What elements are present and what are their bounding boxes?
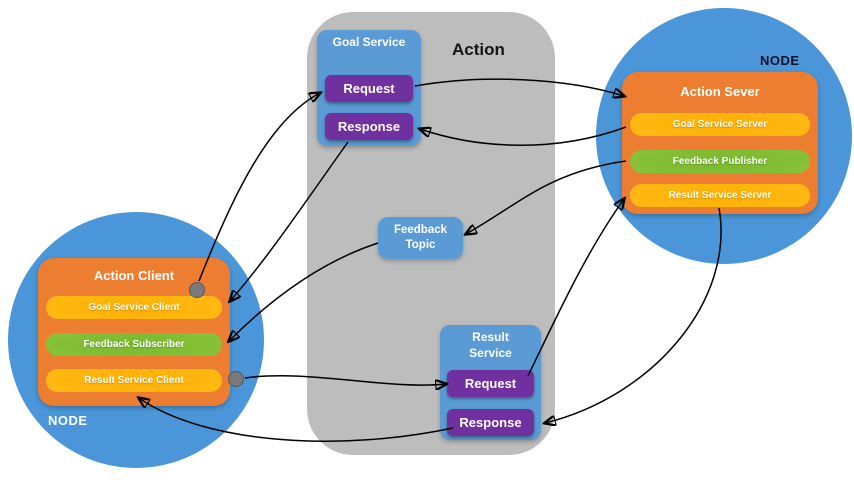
- pill-feedback-subscriber: Feedback Subscriber: [46, 333, 222, 356]
- feedback-topic-box: Feedback Topic: [378, 217, 463, 259]
- result-service-title: Result Service: [469, 330, 512, 360]
- goal-response-button: Response: [325, 113, 413, 140]
- client-node-label: NODE: [48, 413, 88, 428]
- pill-result-service-server: Result Service Server: [630, 184, 810, 207]
- goal-service-box: Goal Service Request Response: [317, 30, 421, 146]
- action-server-title: Action Sever: [680, 84, 760, 99]
- pill-feedback-publisher: Feedback Publisher: [630, 150, 810, 173]
- action-client-title: Action Client: [93, 268, 175, 283]
- pill-goal-service-server: Goal Service Server: [630, 113, 810, 136]
- result-request-button: Request: [447, 370, 534, 397]
- action-title: Action: [452, 40, 505, 59]
- pill-goal-service-client: Goal Service Client: [46, 296, 222, 319]
- result-service-box: Result Service Request Response: [440, 325, 541, 440]
- server-node-label: NODE: [760, 53, 800, 68]
- goal-request-button: Request: [325, 75, 413, 102]
- pill-result-service-client: Result Service Client: [46, 369, 222, 392]
- result-response-button: Response: [447, 409, 534, 436]
- goal-service-title: Goal Service: [332, 35, 406, 49]
- feedback-topic-label: Feedback Topic: [393, 224, 448, 251]
